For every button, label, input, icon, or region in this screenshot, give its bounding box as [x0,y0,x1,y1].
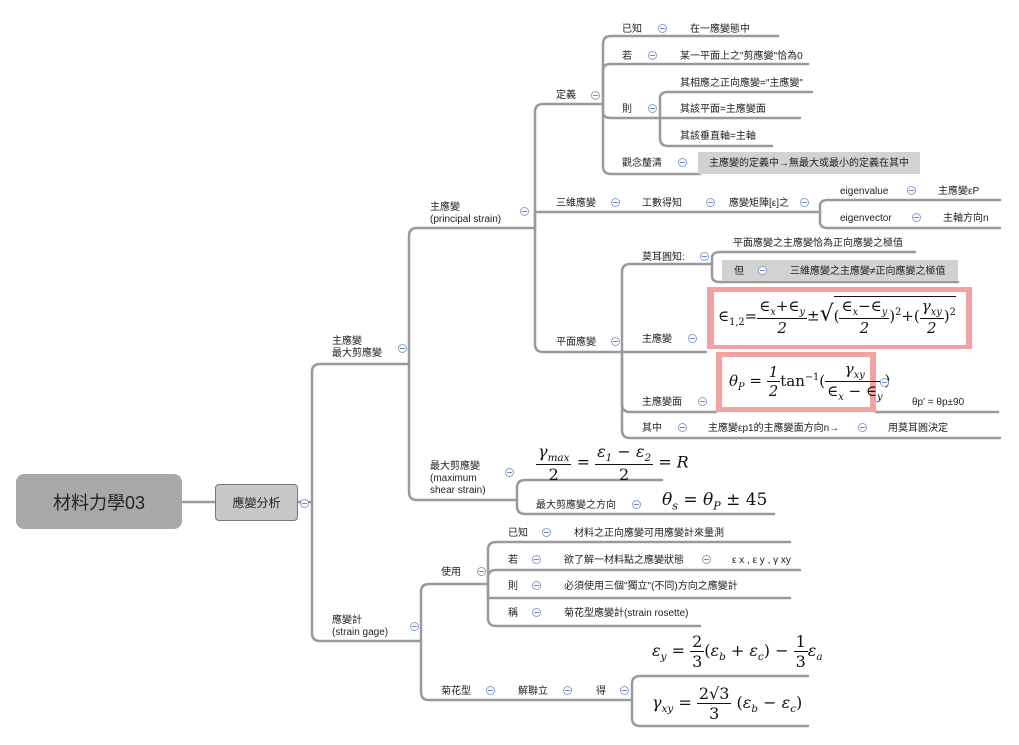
collapse-icon[interactable] [632,500,641,509]
def-then-item[interactable]: 其該垂直軸=主軸 [680,131,756,142]
collapse-icon[interactable] [648,51,657,60]
collapse-icon[interactable] [858,423,867,432]
collapse-icon[interactable] [800,198,809,207]
collapse-icon[interactable] [505,468,514,477]
use-called-value[interactable]: 菊花型應變計(strain rosette) [564,608,689,619]
collapse-icon[interactable] [678,158,687,167]
solve-label[interactable]: 解聯立 [518,686,548,697]
collapse-icon[interactable] [912,213,921,222]
collapse-icon[interactable] [410,622,419,631]
def-clarify-label[interactable]: 觀念釐清 [622,158,662,169]
among-label[interactable]: 其中 [642,423,662,434]
collapse-icon[interactable] [532,581,541,590]
topic-strain-gage[interactable]: 應變計 (strain gage) [332,615,389,638]
three-d-matrix[interactable]: 應變矩陣[ε]之 [729,198,790,209]
def-then-item[interactable]: 其相應之正向應變="主應變" [680,78,803,89]
principal-strain-label[interactable]: 主應變 [642,334,672,345]
use-known-value[interactable]: 材料之正向應變可用應變計來量測 [574,528,724,539]
collapse-icon[interactable] [620,686,629,695]
topic-definition[interactable]: 定義 [556,90,576,101]
collapse-icon[interactable] [678,423,687,432]
but-value[interactable]: 三維應變之主應變≠正向應變之極值 [790,266,946,277]
collapse-icon[interactable] [611,337,620,346]
subtopic-strain-analysis[interactable]: 應變分析 [215,484,298,521]
rosette-label[interactable]: 菊花型 [441,686,471,697]
use-if-extra[interactable]: ε x , ε y , γ xy [732,555,791,566]
use-then-value[interactable]: 必須使用三個"獨立"(不同)方向之應變計 [564,581,738,592]
collapse-icon[interactable] [477,567,486,576]
collapse-icon[interactable] [532,608,541,617]
collapse-icon[interactable] [563,686,572,695]
def-clarify-value[interactable]: 主應變的定義中→無最大或最小的定義在其中 [709,158,909,169]
use-if-label[interactable]: 若 [508,555,518,566]
def-then-label[interactable]: 則 [622,104,632,115]
topic-principal-max-shear[interactable]: 主應變 最大剪應變 [332,336,382,359]
theta-p-prime[interactable]: θp' = θp±90 [912,397,965,408]
use-called-label[interactable]: 稱 [508,608,518,619]
topic-plane-strain[interactable]: 平面應變 [556,337,596,348]
use-if-value[interactable]: 欲了解一材料點之應變狀態 [564,555,684,566]
collapse-icon[interactable] [880,378,889,387]
collapse-icon[interactable] [398,344,407,353]
topic-principal-strain[interactable]: 主應變 (principal strain) [430,202,502,225]
among-result[interactable]: 用莫耳圓決定 [888,423,948,434]
collapse-icon[interactable] [532,555,541,564]
use-known-label[interactable]: 已知 [508,528,528,539]
formula-box-inner [722,357,870,407]
def-known-label[interactable]: 已知 [622,24,642,35]
obtain-label[interactable]: 得 [596,686,606,697]
collapse-icon[interactable] [300,499,309,508]
collapse-icon[interactable] [706,198,715,207]
collapse-icon[interactable] [758,266,767,275]
highlight-box [698,152,920,174]
collapse-icon[interactable] [702,555,711,564]
collapse-icon[interactable] [700,252,709,261]
collapse-icon[interactable] [486,686,495,695]
collapse-icon[interactable] [688,334,697,343]
collapse-icon[interactable] [520,207,529,216]
eigenvector-result[interactable]: 主軸方向n [943,213,989,224]
eigenvalue-label[interactable]: eigenvalue [840,186,889,197]
use-label[interactable]: 使用 [441,567,461,578]
collapse-icon[interactable] [658,24,667,33]
mohr-known-value[interactable]: 平面應變之主應變恰為正向應變之極值 [733,238,903,249]
but-label[interactable]: 但 [734,266,744,277]
collapse-icon[interactable] [648,104,657,113]
def-then-item[interactable]: 其該平面=主應變面 [680,104,766,115]
eigenvalue-result[interactable]: 主應變εP [938,186,980,197]
def-if-value[interactable]: 某一平面上之"剪應變"恰為0 [680,51,803,62]
def-if-label[interactable]: 若 [622,51,632,62]
mohr-known-label[interactable]: 莫耳圓知: [642,252,685,263]
principal-plane-label[interactable]: 主應變面 [642,397,682,408]
use-then-label[interactable]: 則 [508,581,518,592]
highlight-box [722,260,958,281]
collapse-icon[interactable] [542,528,551,537]
def-known-value[interactable]: 在一應變態中 [690,24,750,35]
formula-theta-s: θs = θP ± 45 [662,490,768,513]
topic-three-d-strain[interactable]: 三維應變 [556,198,596,209]
collapse-icon[interactable] [907,186,916,195]
max-shear-direction-label[interactable]: 最大剪應變之方向 [536,500,616,511]
collapse-icon[interactable] [698,397,707,406]
three-d-engineering[interactable]: 工數得知 [642,198,682,209]
among-value[interactable]: 主應變εp1的主應變面方向n→ [708,423,840,434]
topic-max-shear-strain[interactable]: 最大剪應變 (maximum shear strain) [430,461,486,496]
collapse-icon[interactable] [591,91,600,100]
collapse-icon[interactable] [611,198,620,207]
eigenvector-label[interactable]: eigenvector [840,213,892,224]
root-topic[interactable]: 材料力學03 [16,474,182,529]
